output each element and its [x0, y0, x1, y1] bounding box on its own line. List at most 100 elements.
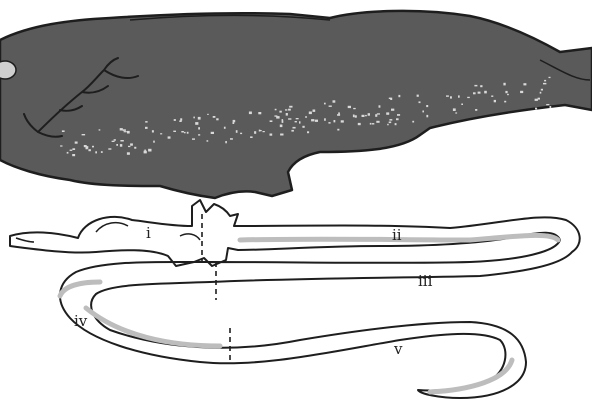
skin-spot — [279, 111, 281, 113]
skin-spot — [280, 134, 283, 136]
skin-spot — [484, 91, 487, 94]
skin-spot — [123, 129, 126, 131]
gut-tube — [10, 200, 580, 398]
skin-spot — [120, 140, 123, 142]
skin-spot — [195, 122, 198, 125]
skin-spot — [368, 113, 370, 116]
skin-spot — [475, 109, 477, 111]
skin-spot — [187, 132, 189, 134]
skin-spot — [541, 89, 543, 91]
skin-spot — [412, 121, 414, 123]
skin-spot — [144, 150, 146, 151]
fish-illustration — [0, 11, 592, 198]
skin-spot — [296, 118, 299, 119]
section-label-i: i — [146, 224, 151, 242]
skin-spot — [254, 131, 256, 134]
skin-spot — [348, 106, 351, 108]
skin-spot — [505, 91, 507, 93]
skin-spot — [213, 116, 216, 118]
skin-spot — [550, 106, 552, 108]
skin-spot — [207, 114, 209, 115]
intestine-illustration: i ii iii iv v — [10, 200, 580, 398]
skin-spot — [82, 134, 86, 135]
skin-spot — [453, 108, 456, 111]
skin-spot — [538, 98, 540, 100]
skin-spot — [455, 112, 457, 113]
skin-spot — [535, 108, 537, 110]
skin-spot — [128, 146, 130, 147]
skin-spot — [478, 92, 481, 94]
skin-spot — [263, 131, 265, 132]
skin-spot — [504, 101, 506, 103]
skin-spot — [362, 115, 365, 117]
skin-spot — [291, 130, 294, 132]
skin-spot — [474, 85, 477, 87]
skin-spot — [337, 114, 340, 116]
skin-spot — [60, 145, 62, 146]
skin-spot — [315, 120, 318, 122]
skin-spot — [507, 94, 509, 95]
skin-spot — [389, 119, 392, 121]
skin-spot — [233, 122, 235, 124]
skin-spot — [127, 152, 130, 155]
skin-spot — [145, 127, 148, 129]
skin-spot — [473, 92, 476, 94]
skin-spot — [461, 104, 463, 106]
skin-spot — [216, 118, 218, 120]
skin-spot — [422, 111, 424, 113]
skin-spot — [92, 146, 94, 148]
skin-spot — [329, 106, 332, 107]
skin-spot — [546, 104, 549, 105]
skin-spot — [224, 127, 226, 129]
skin-spot — [337, 129, 339, 131]
skin-spot — [145, 121, 147, 123]
skin-spot — [207, 140, 209, 142]
skin-spot — [523, 83, 526, 85]
skin-spot — [535, 99, 538, 101]
skin-spot — [293, 127, 296, 129]
section-label-iii: iii — [418, 272, 433, 290]
skin-spot — [379, 105, 381, 107]
skin-spot — [108, 148, 111, 149]
skin-spot — [333, 100, 336, 102]
skin-spot — [358, 123, 361, 125]
skin-spot — [338, 112, 340, 114]
skin-spot — [86, 147, 88, 150]
skin-spot — [288, 118, 291, 119]
skin-spot — [274, 115, 277, 116]
skin-spot — [148, 149, 151, 152]
skin-spot — [341, 120, 344, 122]
skin-spot — [193, 117, 195, 119]
skin-spot — [270, 134, 273, 136]
skin-spot — [88, 149, 91, 151]
skin-spot — [75, 142, 78, 144]
skin-spot — [543, 83, 546, 85]
skin-spot — [259, 130, 262, 131]
skin-spot — [307, 131, 309, 133]
skin-spot — [480, 85, 482, 87]
skin-spot — [179, 120, 181, 122]
skin-spot — [144, 151, 147, 154]
skin-spot — [198, 127, 200, 129]
skin-spot — [289, 106, 292, 108]
skin-spot — [540, 92, 542, 94]
skin-spot — [397, 114, 400, 116]
skin-spot — [240, 133, 242, 134]
section-label-iv: iv — [74, 312, 88, 330]
skin-spot — [386, 112, 389, 114]
skin-spot — [549, 77, 551, 78]
skin-spot — [249, 112, 252, 115]
skin-spot — [426, 105, 428, 107]
skin-spot — [426, 115, 428, 117]
skin-spot — [372, 123, 374, 124]
skin-spot — [270, 120, 273, 122]
skin-spot — [353, 108, 356, 109]
skin-spot — [389, 122, 392, 124]
skin-spot — [324, 103, 326, 105]
skin-spot — [62, 130, 65, 132]
skin-spot — [127, 131, 130, 134]
skin-spot — [152, 130, 154, 132]
skin-spot — [95, 151, 97, 153]
skin-spot — [288, 109, 291, 111]
eye-icon — [0, 61, 16, 79]
